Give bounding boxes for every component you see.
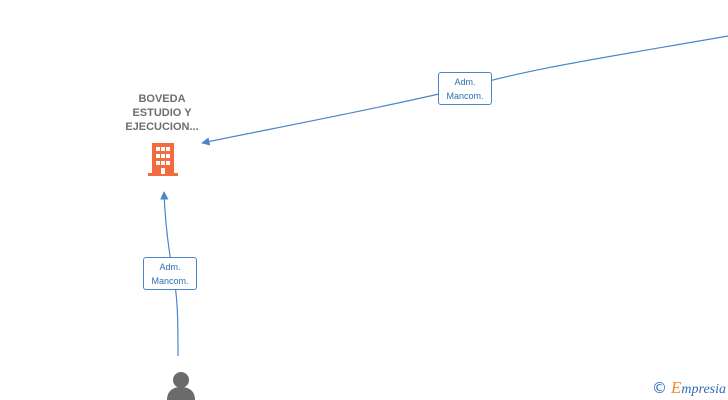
company-name-line-2: ESTUDIO Y [132, 107, 192, 119]
brand-name: mpresia [681, 382, 726, 397]
brand-initial: E [671, 378, 682, 397]
empresia-watermark: © Empresia [652, 378, 726, 398]
company-name-label[interactable]: BOVEDA ESTUDIO Y EJECUCION... [112, 92, 212, 134]
edge-label-role: Adm. [454, 77, 476, 87]
edge-label-type: Mancom. [446, 91, 484, 101]
brand-logo: Empresia [671, 378, 726, 398]
edge-label-role: Adm. [159, 262, 181, 272]
person-icon[interactable] [167, 372, 195, 400]
copyright-icon: © [652, 379, 668, 397]
building-icon[interactable] [148, 143, 178, 176]
edge-label-person-to-company[interactable]: Adm. Mancom. [143, 257, 197, 290]
company-name-line-1: BOVEDA [138, 93, 186, 105]
edge-label-type: Mancom. [151, 276, 189, 286]
company-name-line-3: EJECUCION... [125, 121, 199, 133]
edge-label-top-right-to-company[interactable]: Adm. Mancom. [438, 72, 492, 105]
